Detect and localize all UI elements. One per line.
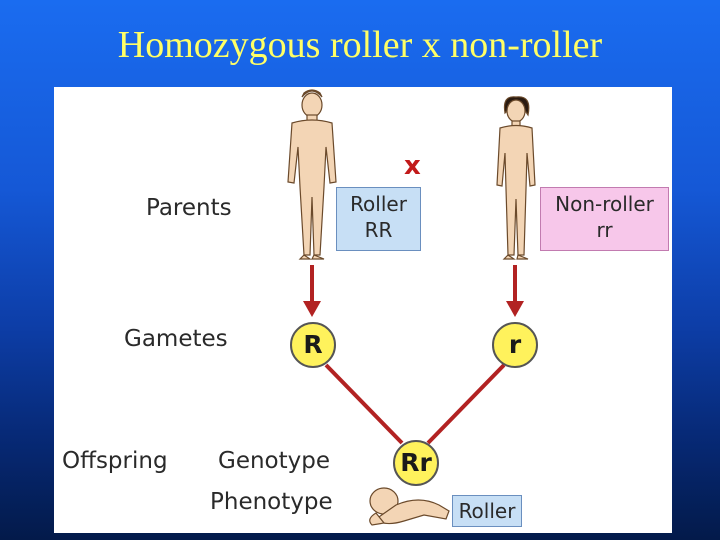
diagram-graphics — [287, 89, 536, 526]
female-gamete-circle: r — [492, 322, 538, 368]
male-parent-genotype: RR — [364, 218, 393, 242]
gamete-arrows — [303, 265, 524, 317]
female-parent-genotype: rr — [596, 218, 613, 242]
male-gamete-circle: R — [290, 322, 336, 368]
diagram-panel: x Parents Gametes Offspring Genotype Phe… — [54, 87, 672, 533]
offspring-phenotype-box: Roller — [452, 495, 522, 527]
offspring-genotype-circle: Rr — [393, 440, 439, 486]
parents-label: Parents — [146, 195, 232, 221]
genotype-label: Genotype — [218, 448, 331, 474]
offspring-label: Offspring — [62, 448, 168, 474]
baby-icon — [369, 487, 450, 526]
cross-symbol: x — [404, 151, 421, 181]
female-parent-box: Non-roller rr — [540, 187, 669, 251]
male-figure-icon — [287, 89, 337, 260]
male-parent-phenotype: Roller — [350, 192, 407, 216]
phenotype-label: Phenotype — [210, 489, 333, 515]
female-figure-icon — [496, 96, 536, 260]
offspring-lines — [324, 363, 506, 445]
male-parent-box: Roller RR — [336, 187, 421, 251]
slide-title: Homozygous roller x non-roller — [117, 24, 603, 66]
female-parent-phenotype: Non-roller — [555, 192, 654, 216]
gametes-label: Gametes — [124, 326, 228, 352]
